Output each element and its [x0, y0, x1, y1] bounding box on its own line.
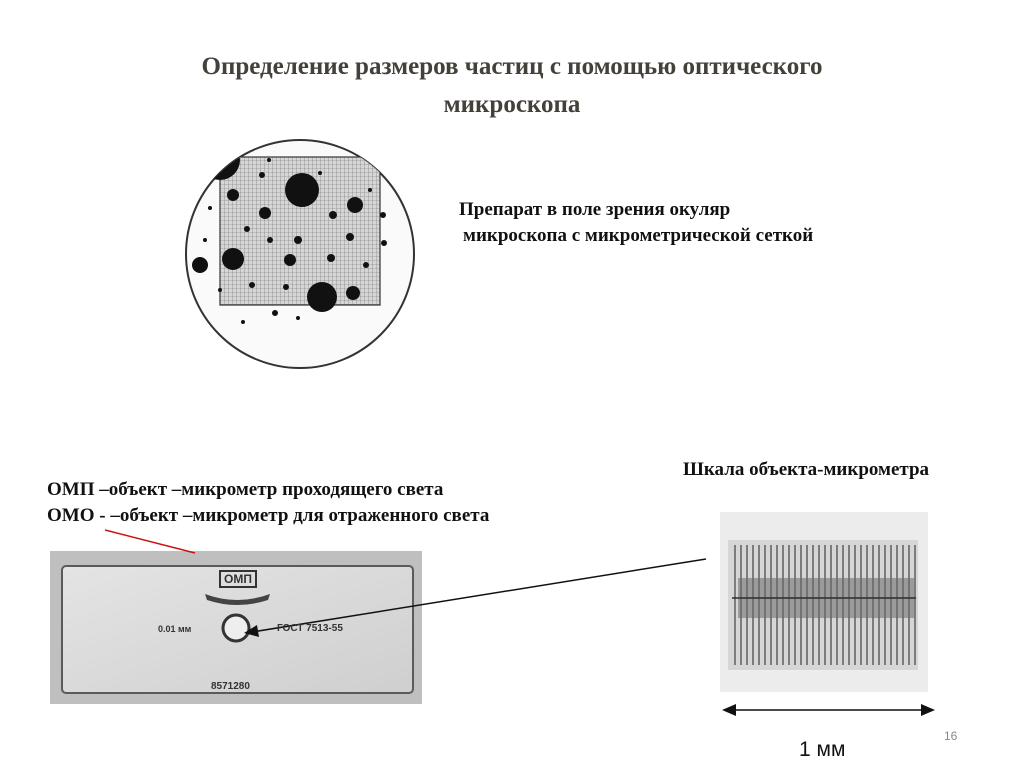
particle [283, 284, 289, 290]
particle [294, 236, 302, 244]
particle [241, 320, 245, 324]
micrometer-caption: ОМП –объект –микрометр проходящего света… [47, 477, 489, 529]
field-of-view [185, 139, 415, 369]
title-line-1: Определение размеров частиц с помощью оп… [201, 53, 823, 80]
particle [347, 197, 363, 213]
particle [380, 212, 386, 218]
particle [227, 189, 239, 201]
black-pointer-arrow [244, 558, 707, 637]
micrometer-caption-line-1: ОМП –объект –микрометр проходящего света [47, 479, 444, 500]
field-caption-line-2: микроскопа с микрометрической сеткой [463, 225, 814, 246]
slide-title: Определение размеров частиц с помощью оп… [40, 48, 984, 124]
plate-serial: 8571280 [211, 681, 250, 692]
particle [346, 286, 360, 300]
particle [267, 158, 271, 162]
particle [267, 237, 273, 243]
particle [329, 211, 337, 219]
particle [285, 173, 319, 207]
particle [244, 226, 250, 232]
particle [368, 188, 372, 192]
plate-label-right: ГОСТ 7513-55 [277, 623, 343, 634]
micrometer-caption-line-2: ОМО - –объект –микрометр для отраженного… [47, 505, 490, 526]
particle [381, 240, 387, 246]
particle [259, 207, 271, 219]
particle [259, 172, 265, 178]
length-label: 1 мм [799, 738, 846, 761]
scale-caption: Шкала объекта-микрометра [683, 459, 930, 480]
plate-center-circle [221, 613, 251, 643]
field-caption-line-1: Препарат в поле зрения окуляр [459, 199, 731, 220]
particle [272, 310, 278, 316]
length-dimension-arrow [722, 704, 935, 716]
plate-lens-mark [205, 594, 270, 605]
particle [327, 254, 335, 262]
particle [249, 282, 255, 288]
plate-label-left: 0.01 мм [158, 624, 192, 634]
page-number: 16 [944, 729, 958, 743]
field-of-view-caption: Препарат в поле зрения окуляр микроскопа… [459, 197, 813, 249]
title-line-2: микроскопа [443, 91, 581, 118]
particle [203, 238, 207, 242]
particle [296, 316, 300, 320]
particle [307, 282, 337, 312]
red-pointer-line [104, 529, 196, 554]
particle [318, 171, 322, 175]
particle [284, 254, 296, 266]
particle [218, 288, 222, 292]
micrometer-plate [50, 551, 422, 704]
particle [192, 257, 208, 273]
particle [346, 233, 354, 241]
particle [222, 248, 244, 270]
particle [363, 262, 369, 268]
particle [208, 206, 212, 210]
micrometer-scale [720, 512, 928, 692]
plate-label-top: ОМП [219, 570, 257, 588]
